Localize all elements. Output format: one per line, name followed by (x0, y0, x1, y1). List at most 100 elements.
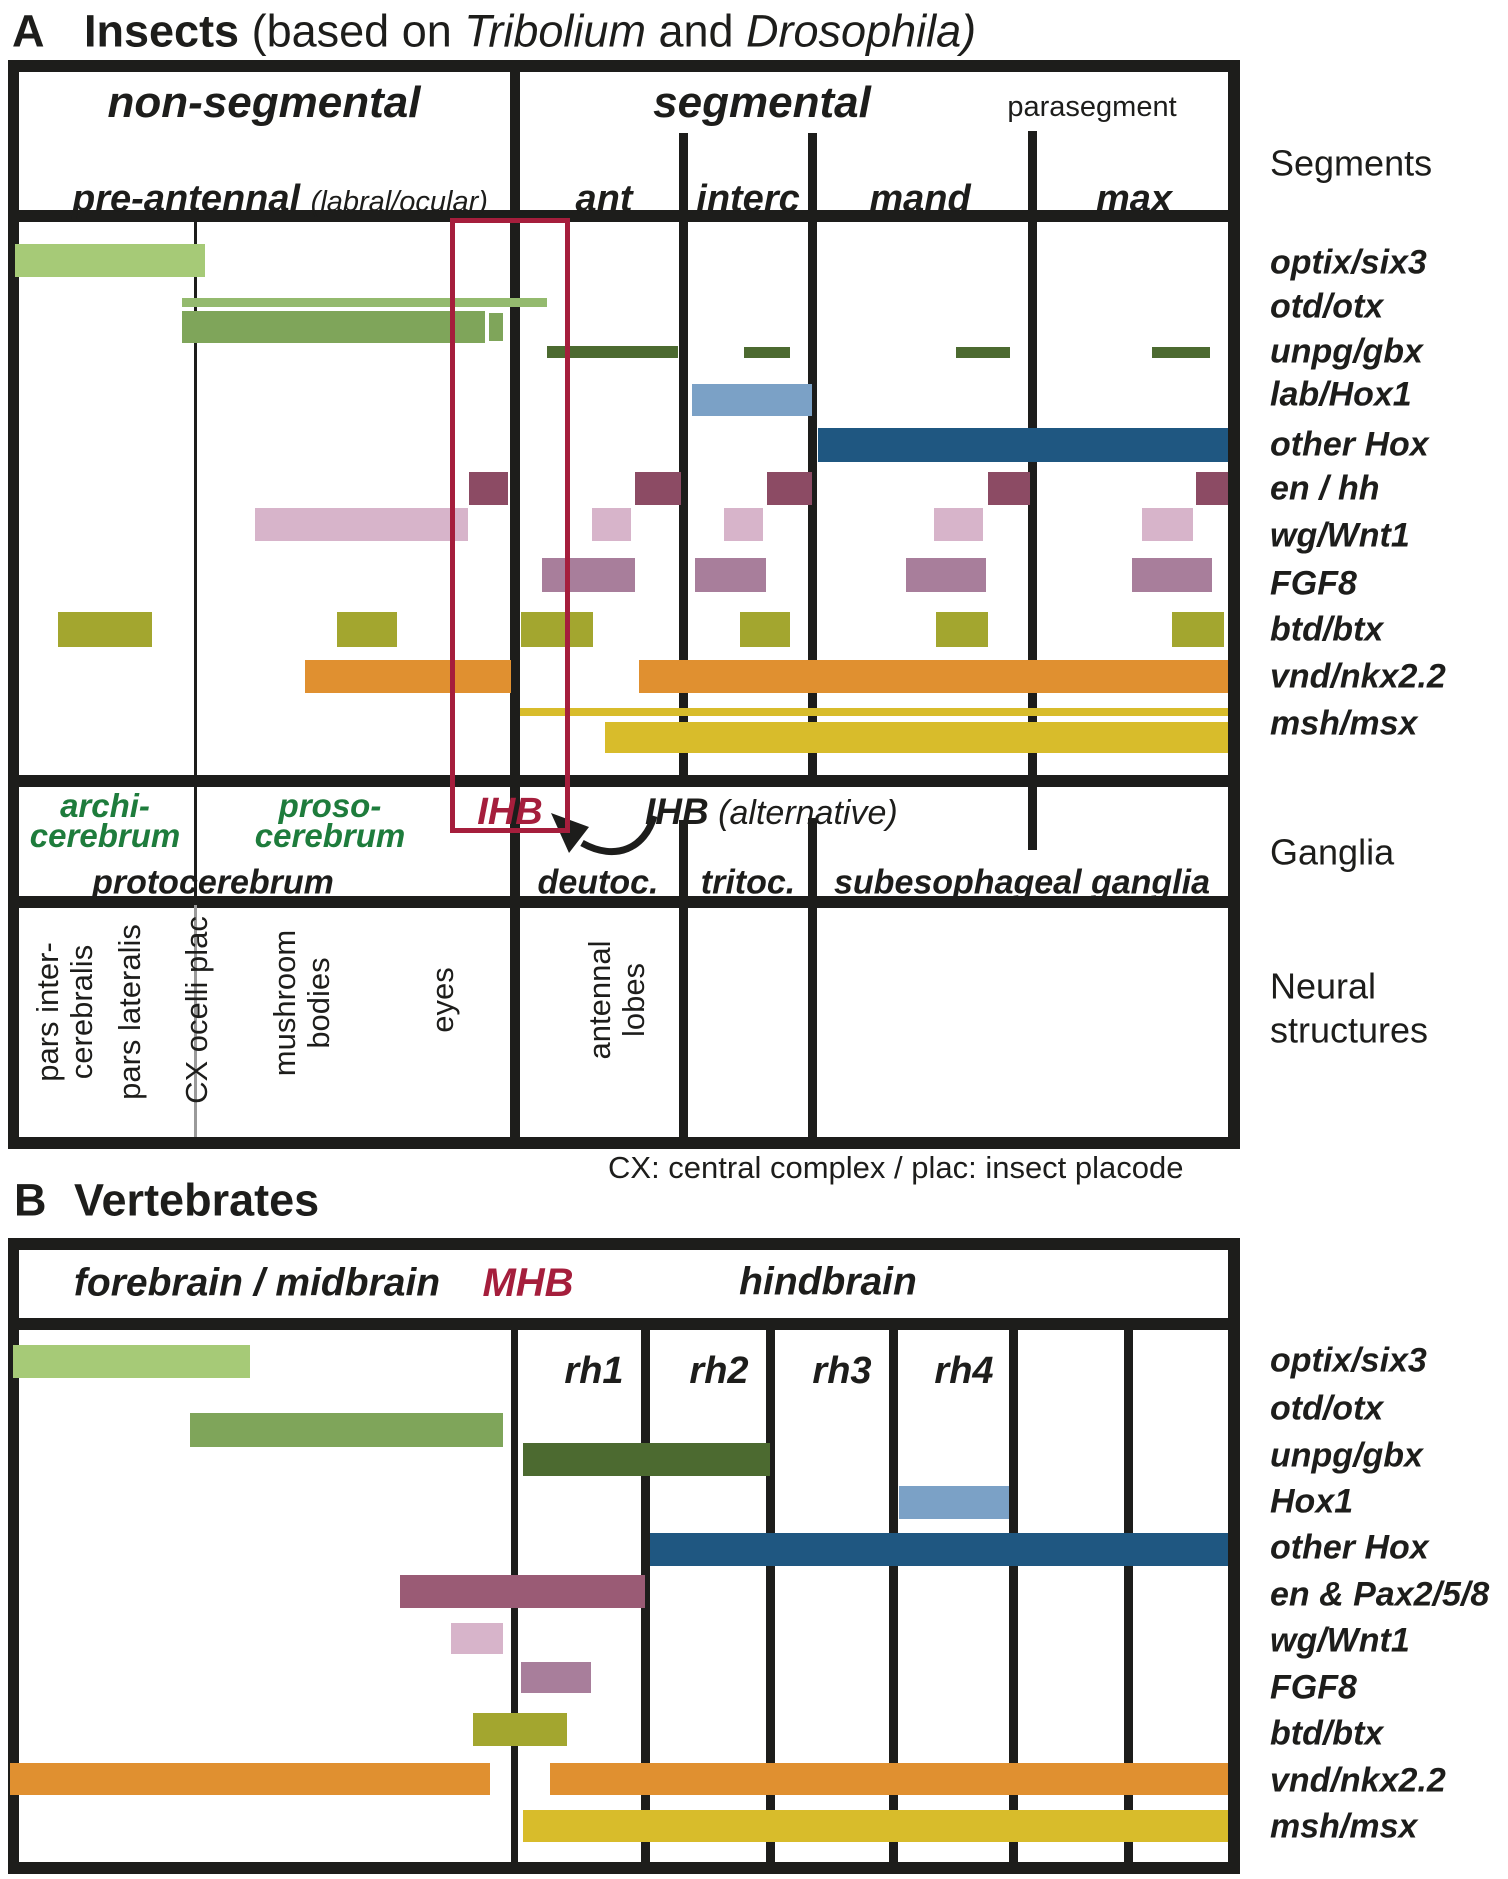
gene-label-b-2: unpg/gbx (1270, 1436, 1423, 1475)
red-dashes-vnd (527, 660, 630, 673)
mhb-dashed-line (503, 1330, 523, 1862)
text-part: IHB (645, 790, 709, 832)
border-a-top (8, 60, 1240, 72)
label-ihb-alternative: IHB (alternative) (645, 790, 898, 832)
header-mhb: MHB (482, 1261, 574, 1306)
side-label-segments: Segments (1270, 142, 1433, 184)
bar-a-vnd-2 (639, 660, 1228, 693)
bar-a-btd-5 (936, 612, 988, 647)
bar-a-msh-stripe (520, 708, 1228, 716)
label-protocerebrum: protocerebrum (92, 863, 334, 902)
bar-a-wg-5 (1142, 508, 1193, 541)
divider-nonseg-seg (510, 60, 520, 1137)
gene-label-b-6: wg/Wnt1 (1270, 1621, 1410, 1660)
bar-a-unpg-interc (744, 347, 790, 358)
bar-a-en-5 (1196, 472, 1228, 505)
gene-label-b-4: other Hox (1270, 1528, 1429, 1567)
bar-b-msh (523, 1810, 1228, 1842)
red-dashes-en (484, 458, 496, 516)
gene-label-a-3: lab/Hox1 (1270, 375, 1412, 414)
label-rh3: rh3 (812, 1350, 872, 1393)
label-cerebralis: cerebralis (63, 944, 99, 1080)
bar-b-vnd-2 (550, 1763, 1228, 1795)
header-col-interc: interc (696, 178, 800, 221)
red-dashes-wg (457, 512, 468, 552)
border-b-bottom (8, 1862, 1240, 1874)
bar-a-en-2 (635, 472, 681, 505)
text-part: (based on (239, 5, 465, 57)
text-part: (labral/ocular) (310, 186, 488, 219)
gene-label-a-10: msh/msx (1270, 704, 1418, 743)
bar-a-btd-1 (58, 612, 152, 647)
text-part: Tribolium (464, 5, 646, 57)
bar-b-otd (190, 1413, 503, 1447)
gene-label-a-4: other Hox (1270, 425, 1429, 464)
bar-b-wg (451, 1623, 503, 1654)
divider-interc-mand (808, 133, 817, 775)
gene-label-a-5: en / hh (1270, 469, 1380, 508)
bar-a-fgf8-4 (1132, 558, 1212, 592)
divider-mand-max (1028, 131, 1037, 850)
label-rh4: rh4 (934, 1350, 994, 1393)
label-mushroom: mushroom (266, 929, 302, 1077)
caption-abbreviations: CX: central complex / plac: insect placo… (608, 1149, 1184, 1185)
bar-a-btd-3 (521, 612, 593, 647)
bar-a-wg-4 (934, 508, 983, 541)
gene-label-b-10: msh/msx (1270, 1807, 1418, 1846)
bar-b-hox1 (899, 1486, 1009, 1519)
bar-a-wg-3 (724, 508, 763, 541)
divider-rh3-rh4 (889, 1330, 898, 1862)
gene-label-a-8: btd/btx (1270, 610, 1384, 649)
gene-label-a-0: optix/six3 (1270, 243, 1427, 282)
bar-a-wg-1 (255, 508, 468, 541)
header-col-max: max (1095, 178, 1173, 221)
label-rh1: rh1 (564, 1350, 624, 1393)
bar-a-en-4 (988, 472, 1030, 505)
border-b-left (8, 1238, 19, 1874)
ihb-alternative-arrow (551, 813, 658, 855)
label-lobes: lobes (615, 962, 651, 1038)
label-pars-lateralis: pars lateralis (111, 924, 147, 1100)
red-dashes-otd (481, 299, 493, 355)
bar-b-optix (13, 1345, 250, 1378)
text-part: (alternative) (708, 793, 898, 832)
divider-rh4-rh5 (1009, 1330, 1018, 1862)
border-b-right (1228, 1238, 1240, 1874)
header-segmental: segmental (653, 78, 871, 128)
divider-rh2-rh3 (766, 1330, 775, 1862)
bar-a-msh (605, 722, 1228, 753)
arrow-head-icon (551, 813, 589, 853)
line-archicerebrum-gray (194, 905, 197, 1137)
side-label-neural-2: structures (1270, 1009, 1429, 1051)
bar-a-otd (182, 311, 485, 343)
label-eyes: eyes (424, 967, 460, 1033)
header-pre-antennal: pre-antennal (labral/ocular) (72, 178, 488, 221)
bar-b-unpg (523, 1443, 770, 1476)
header-hindbrain: hindbrain (739, 1260, 917, 1304)
bar-a-optix (15, 244, 205, 277)
bar-a-en-3 (767, 472, 812, 505)
divider-rh5-rh6 (1124, 1330, 1133, 1862)
border-a-right (1228, 60, 1240, 1149)
label-prosocerebrum-2: cerebrum (254, 816, 406, 854)
gene-label-a-9: vnd/nkx2.2 (1270, 657, 1446, 696)
text-part: pre-antennal (72, 178, 311, 221)
gene-label-b-7: FGF8 (1270, 1668, 1357, 1707)
bar-a-vnd-1 (305, 660, 511, 693)
red-dashes-fgf8-btd (527, 550, 539, 654)
label-prosocerebrum-1: proso- (278, 786, 382, 824)
line-archicerebrum (194, 222, 197, 905)
bar-a-lab-hox1 (692, 384, 812, 416)
label-deutocerebrum: deutoc. (537, 863, 659, 902)
bar-a-other-hox (818, 428, 1228, 462)
panel-a-title: Insects (based on Tribolium and Drosophi… (84, 5, 977, 57)
text-part: Drosophila) (746, 5, 977, 57)
label-archicerebrum-2: cerebrum (29, 816, 181, 854)
label-tritocerebrum: tritoc. (700, 863, 796, 902)
gene-label-b-9: vnd/nkx2.2 (1270, 1761, 1446, 1800)
red-dashes-ihb-alt (543, 280, 554, 368)
gene-label-a-1: otd/otx (1270, 287, 1384, 326)
text-part: Insects (84, 5, 240, 57)
gene-label-b-0: optix/six3 (1270, 1341, 1427, 1380)
